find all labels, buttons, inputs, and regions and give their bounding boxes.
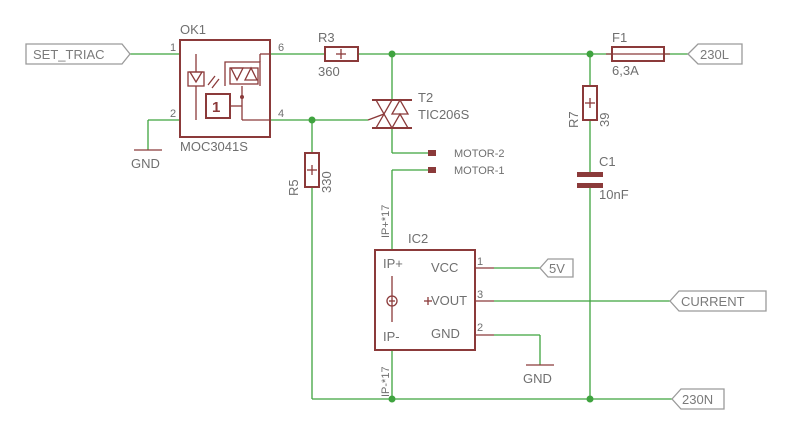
junction-dot bbox=[586, 395, 594, 403]
ok1-name: OK1 bbox=[180, 22, 206, 37]
ic2-pin-ip-plus: IP+ bbox=[383, 256, 403, 271]
r3-value: 360 bbox=[318, 64, 340, 79]
ic2-pin-vcc: VCC bbox=[431, 260, 458, 275]
junction-dot bbox=[586, 50, 594, 58]
port-label: CURRENT bbox=[681, 294, 745, 309]
motor-2-terminal[interactable] bbox=[428, 150, 436, 156]
ic2-net-ip-plus: IP+*17 bbox=[380, 205, 392, 238]
f1-fuse[interactable]: F1 6,3A bbox=[606, 30, 670, 78]
junctions bbox=[308, 50, 594, 403]
wires bbox=[130, 53, 688, 400]
ic2-current-sensor[interactable]: IC2 IP+ IP- VCC VOUT GND 1 3 2 IP+*17 IP… bbox=[374, 205, 494, 397]
motor-1-label: MOTOR-1 bbox=[454, 165, 505, 177]
ic2-net-ip-minus: IP-*17 bbox=[380, 366, 392, 397]
pin-number: 6 bbox=[278, 42, 284, 54]
zero-cross-symbol: 1 bbox=[212, 99, 220, 116]
port-label: 230L bbox=[700, 47, 729, 62]
port-5v[interactable]: 5V bbox=[539, 258, 574, 278]
pin-number: 1 bbox=[477, 256, 483, 268]
t2-name: T2 bbox=[418, 90, 433, 105]
motor-2-label: MOTOR-2 bbox=[454, 148, 505, 160]
ok1-value: MOC3041S bbox=[180, 139, 248, 154]
port-current[interactable]: CURRENT bbox=[669, 290, 767, 312]
gnd-symbol-left: GND bbox=[131, 149, 162, 171]
r5-value: 330 bbox=[319, 171, 334, 193]
r7-name: R7 bbox=[566, 111, 581, 128]
port-label: SET_TRIAC bbox=[33, 47, 105, 62]
gnd-symbol-right: GND bbox=[523, 364, 554, 386]
t2-value: TIC206S bbox=[418, 107, 470, 122]
junction-dot bbox=[388, 50, 396, 58]
pin-number: 4 bbox=[278, 108, 284, 120]
pin-number: 2 bbox=[477, 322, 483, 334]
ic2-name: IC2 bbox=[408, 231, 428, 246]
f1-value: 6,3A bbox=[612, 63, 639, 78]
ic2-pin-gnd: GND bbox=[431, 326, 460, 341]
c1-capacitor[interactable]: C1 10nF bbox=[577, 154, 629, 202]
port-230n[interactable]: 230N bbox=[671, 388, 725, 410]
pin-number: 2 bbox=[170, 108, 176, 120]
r7-value: 39 bbox=[597, 113, 612, 127]
gnd-label: GND bbox=[523, 371, 552, 386]
t2-triac[interactable]: T2 TIC206S bbox=[367, 90, 470, 129]
junction-dot bbox=[388, 395, 396, 403]
gnd-label: GND bbox=[131, 156, 160, 171]
ic2-pin-vout: VOUT bbox=[431, 293, 467, 308]
port-set-triac[interactable]: SET_TRIAC bbox=[25, 43, 131, 65]
ok1-optocoupler[interactable]: 1 OK1 MOC3041S 1 2 6 4 bbox=[170, 22, 284, 154]
port-label: 230N bbox=[682, 392, 713, 407]
pin-number: 1 bbox=[170, 42, 176, 54]
port-label: 5V bbox=[549, 261, 565, 276]
motor-1-terminal[interactable] bbox=[428, 167, 436, 173]
pin-number: 3 bbox=[477, 289, 483, 301]
r3-resistor[interactable]: R3 360 bbox=[318, 30, 359, 79]
junction-dot bbox=[308, 116, 316, 124]
port-230l[interactable]: 230L bbox=[687, 43, 743, 65]
r7-resistor[interactable]: R7 39 bbox=[566, 85, 612, 128]
ic2-pin-ip-minus: IP- bbox=[383, 329, 400, 344]
c1-value: 10nF bbox=[599, 187, 629, 202]
r5-resistor[interactable]: R5 330 bbox=[286, 152, 334, 196]
f1-name: F1 bbox=[612, 30, 627, 45]
motor-terminals[interactable]: MOTOR-2 MOTOR-1 bbox=[428, 148, 505, 177]
c1-name: C1 bbox=[599, 154, 616, 169]
r3-name: R3 bbox=[318, 30, 335, 45]
r5-name: R5 bbox=[286, 179, 301, 196]
